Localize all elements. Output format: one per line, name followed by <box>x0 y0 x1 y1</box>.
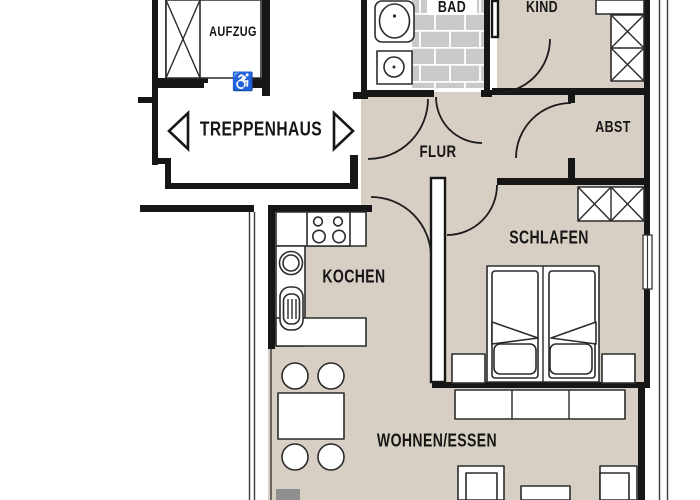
sofa <box>454 389 626 420</box>
chair <box>281 443 309 471</box>
doormat <box>276 489 300 500</box>
stove <box>306 211 351 247</box>
schlafen-window <box>642 234 653 290</box>
floor-flur-abst <box>361 92 648 180</box>
label-abst: ABST <box>595 119 631 136</box>
armchair-left <box>457 465 505 500</box>
schlafen-wardrobe <box>577 186 645 222</box>
bad-label-backdrop <box>427 0 477 15</box>
stair-arrow-right-icon <box>332 109 355 153</box>
label-flur: FLUR <box>419 142 457 161</box>
pillow-left <box>493 343 537 375</box>
wall-kind-left <box>490 0 500 39</box>
label-kochen: KOCHEN <box>322 266 386 287</box>
abst-door-arc <box>515 102 572 159</box>
dining-table <box>277 392 345 440</box>
kochen-door-arc <box>370 196 432 258</box>
stair-arrow-left-icon <box>167 109 190 153</box>
kind-door-arc <box>495 38 551 94</box>
nightstand-right <box>601 353 636 384</box>
wheelchair-icon: ♿ <box>231 71 255 92</box>
label-bad: BAD <box>437 0 467 16</box>
pillow-right <box>549 343 593 375</box>
door-arcs <box>367 38 572 258</box>
label-wohnen-essen: WOHNEN/ESSEN <box>376 430 498 451</box>
washbasin <box>376 50 413 85</box>
elevator-cab <box>165 0 262 79</box>
blanket-fold-left <box>491 321 539 345</box>
nightstand-left <box>451 353 486 384</box>
double-bed <box>486 265 600 383</box>
schlafen-door-arc <box>446 184 498 236</box>
bathtub <box>374 0 415 43</box>
armchair-right <box>599 465 638 500</box>
entrance-door-arc <box>367 98 429 160</box>
kitchen-appliance <box>279 286 304 331</box>
coffee-table <box>520 485 571 500</box>
chair <box>281 362 309 390</box>
wall-flur-schlafen <box>429 176 447 384</box>
balcony-railing-lines <box>248 0 669 500</box>
kind-wardrobe <box>595 0 645 82</box>
bad-door-arc <box>435 96 483 144</box>
walls <box>138 0 650 500</box>
chair <box>317 362 345 390</box>
chair <box>317 443 345 471</box>
label-kind: KIND <box>525 0 559 16</box>
dining-set <box>277 362 345 471</box>
label-aufzug: AUFZUG <box>209 23 257 39</box>
label-treppenhaus: TREPPENHAUS <box>199 118 323 141</box>
label-schlafen: SCHLAFEN <box>509 227 589 248</box>
kitchen-sink <box>278 250 304 276</box>
blanket-fold-right <box>550 321 597 345</box>
